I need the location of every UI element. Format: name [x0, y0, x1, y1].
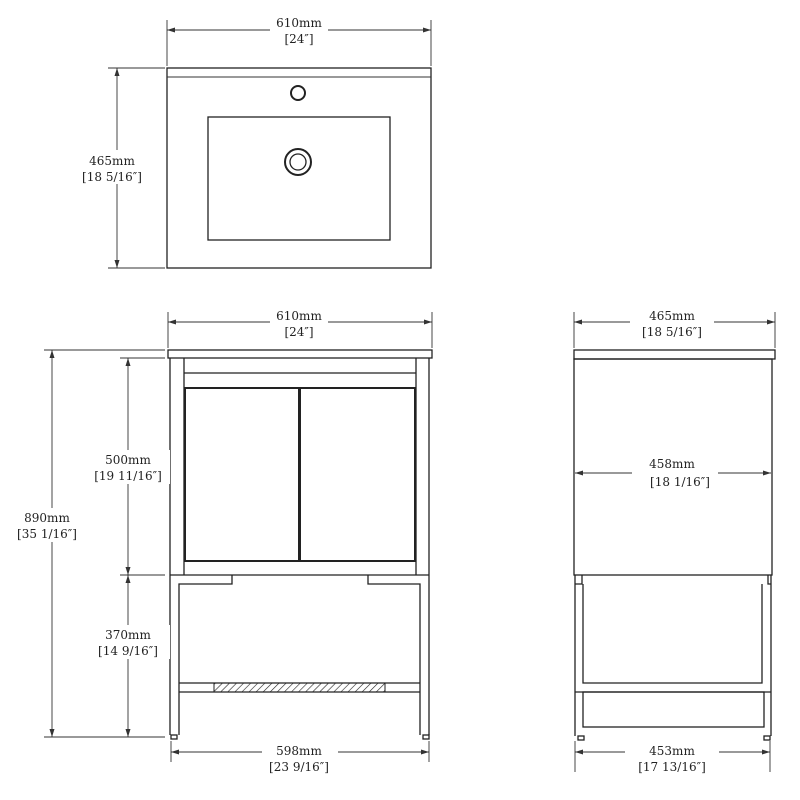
front-view: 610mm [24″] 890mm [35 1/16″] 500mm [19 1…	[8, 307, 433, 776]
dimension-label-in: [24″]	[284, 325, 313, 339]
side-frame	[574, 575, 772, 736]
dimension-label-mm: 370mm	[105, 628, 151, 642]
right-door[interactable]	[299, 387, 416, 562]
dimension-label-in: [23 9/16″]	[269, 760, 329, 774]
countertop-front	[167, 349, 433, 359]
top-view: 610mm [24″] 465mm [18 5/16″]	[72, 14, 432, 269]
base-width-dimension: 598mm [23 9/16″]	[170, 741, 430, 776]
drain-inner	[289, 153, 307, 171]
dimension-label-mm: 890mm	[24, 511, 70, 525]
hatched-shelf	[213, 682, 386, 693]
dimension-label-mm: 500mm	[105, 453, 151, 467]
dimension-label-mm: 610mm	[276, 309, 322, 323]
dimension-label-in: [17 13/16″]	[638, 760, 706, 774]
right-foot	[763, 735, 771, 741]
dimension-label-in: [24″]	[284, 32, 313, 46]
dimension-label-in: [35 1/16″]	[17, 527, 77, 541]
base-depth-dimension: 453mm [17 13/16″]	[574, 741, 771, 776]
top-width-dimension: 610mm [24″]	[166, 14, 432, 66]
lower-height-dimension: 370mm [14 9/16″]	[88, 625, 170, 659]
bottom-shelf-side	[582, 691, 765, 728]
dimension-label-in: [18 5/16″]	[642, 325, 702, 339]
dimension-label-mm: 610mm	[276, 16, 322, 30]
lower-shelf-frame	[178, 575, 421, 735]
dimension-label-mm: 598mm	[276, 744, 322, 758]
dimension-label-mm: 453mm	[649, 744, 695, 758]
top-depth-dimension: 465mm [18 5/16″]	[72, 67, 165, 269]
right-foot	[422, 734, 430, 740]
dimension-label-mm: 465mm	[649, 309, 695, 323]
side-depth-dimension: 465mm [18 5/16″]	[573, 307, 776, 348]
dimension-label-in: [18 5/16″]	[82, 170, 142, 184]
basin-outline	[207, 116, 391, 241]
upper-height-dimension: 500mm [19 11/16″]	[84, 357, 170, 737]
countertop-side	[573, 349, 776, 360]
drain-outer	[284, 148, 312, 176]
left-foot	[577, 735, 585, 741]
dimension-label-in: [14 9/16″]	[98, 644, 158, 658]
dimension-label-mm: 458mm	[649, 457, 695, 471]
body-depth-dimension: 458mm [18 1/16″]	[575, 457, 771, 489]
dimension-label-in: [19 11/16″]	[94, 469, 162, 483]
left-door[interactable]	[184, 387, 300, 562]
dimension-label-in: [18 1/16″]	[650, 475, 710, 489]
dimension-label-mm: 465mm	[89, 154, 135, 168]
cabinet-body-side	[573, 358, 773, 576]
left-foot	[170, 734, 178, 740]
front-width-dimension: 610mm [24″]	[167, 307, 433, 348]
countertop-outline	[166, 67, 432, 269]
total-height-dimension: 890mm [35 1/16″]	[8, 349, 165, 738]
side-view: 465mm [18 5/16″] 458mm [18 1/16″] 453mm …	[573, 307, 776, 776]
faucet-hole	[290, 85, 306, 101]
